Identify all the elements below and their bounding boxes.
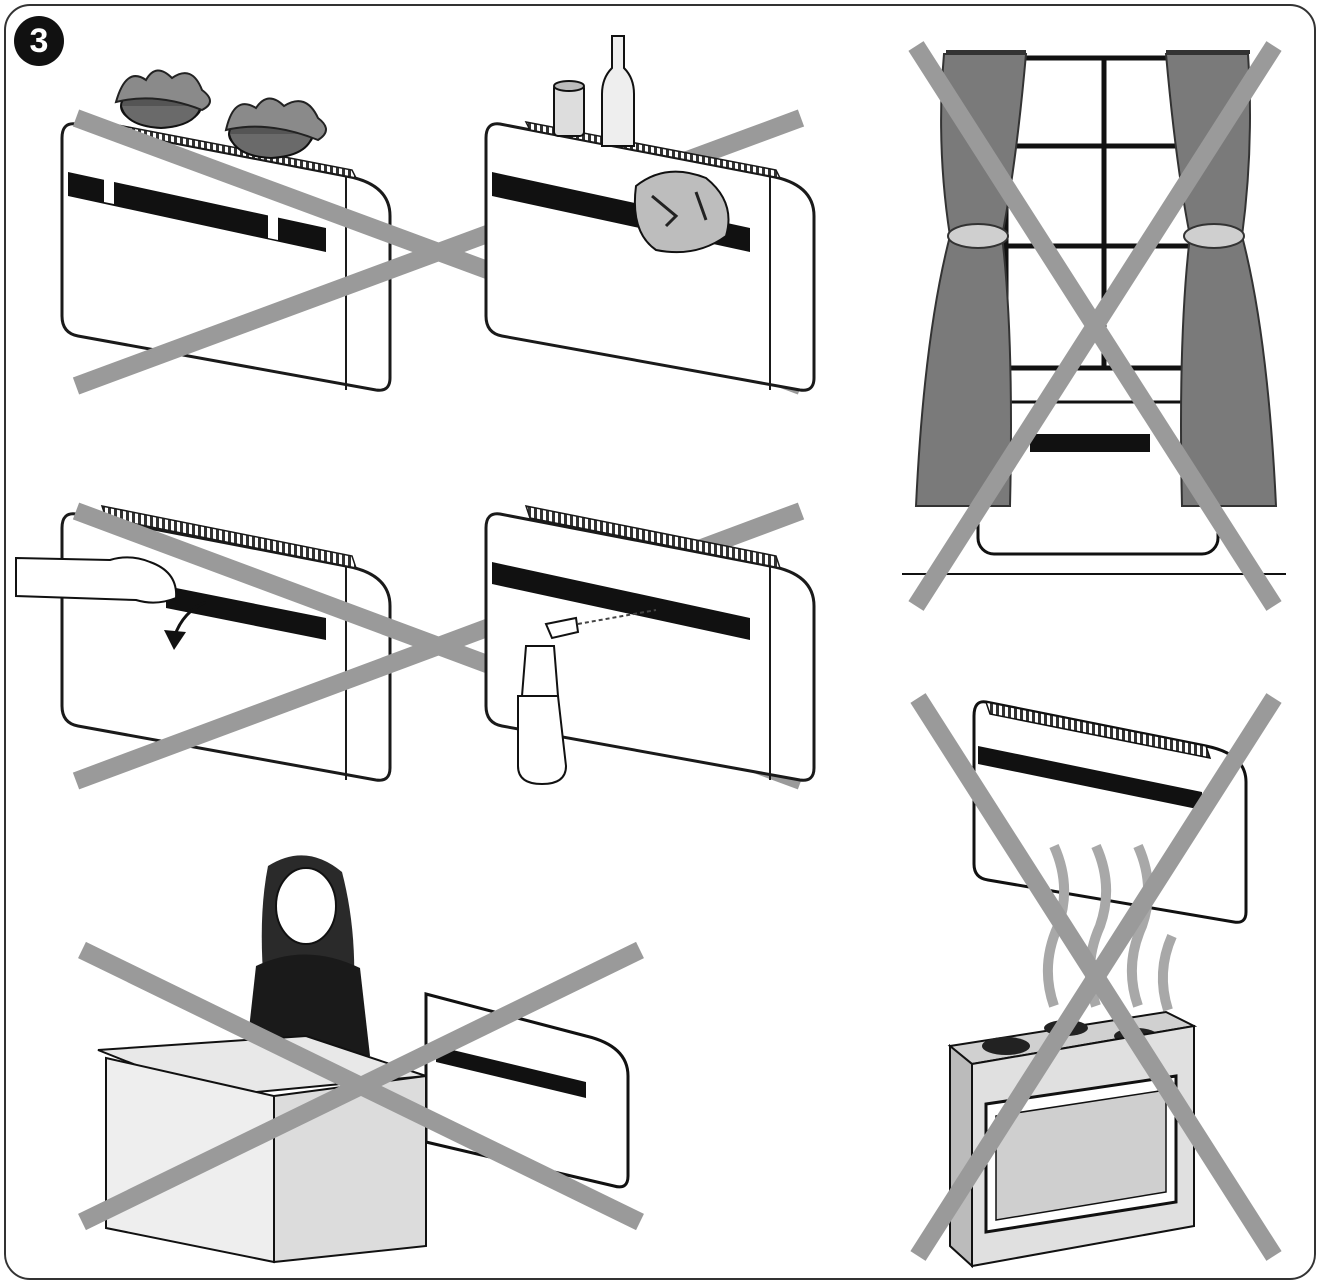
ac-unit [60,120,392,392]
panel-above-stove [910,693,1282,1269]
panel-spraying-water [484,505,816,786]
panel-curtains-in-front [902,41,1286,611]
instruction-illustration [15,35,1286,1269]
ac-unit [484,505,816,782]
prohibition-cross [910,693,1282,1261]
ac-unit [484,120,816,392]
prohibition-cross [78,941,644,1231]
panel-plants-on-top [60,69,805,395]
ac-unit [60,505,392,782]
person [246,855,370,1056]
cloth [633,170,730,254]
prohibition-cross [908,41,1282,611]
spray-bottle [517,609,657,786]
figure-number-badge: 3 [14,16,64,66]
panel-furniture-obstructing [78,855,644,1264]
ac-unit [972,700,1248,924]
can-and-bottle [553,35,635,147]
plant-pots [114,69,327,160]
figure-frame: 3 [4,4,1316,1280]
hand-and-arrow [15,556,207,650]
panel-objects-on-top [484,35,816,392]
